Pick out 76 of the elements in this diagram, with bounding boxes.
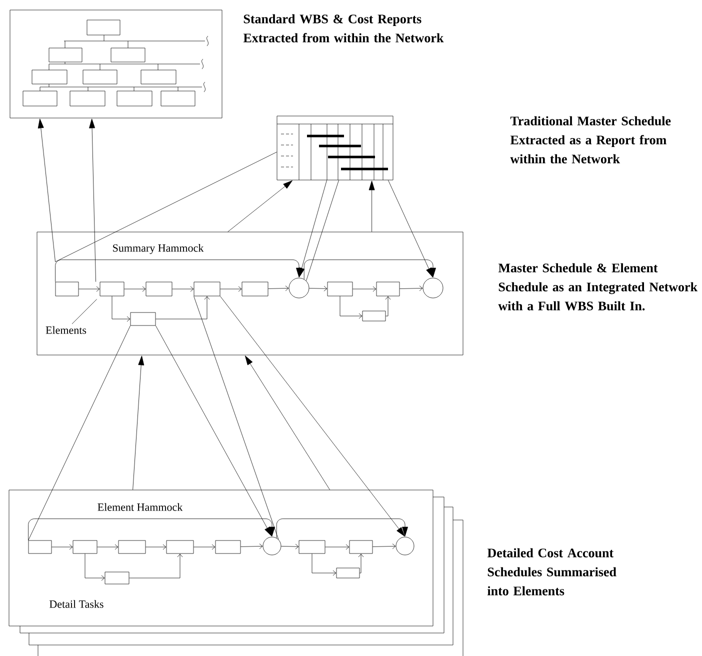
arrow — [220, 296, 405, 536]
arrow — [52, 544, 73, 550]
task-box — [242, 282, 268, 296]
panel-label: Detail Tasks — [50, 600, 104, 608]
milestone-circle — [396, 536, 414, 556]
task-box — [130, 312, 156, 326]
arrow — [268, 286, 289, 291]
task-box — [362, 310, 386, 322]
arrow — [298, 180, 327, 278]
gantt-chart — [276, 116, 394, 180]
hammock-line — [55, 260, 302, 282]
task-box — [349, 540, 373, 554]
arrow — [368, 180, 375, 232]
arrow — [38, 118, 56, 262]
network-panel — [8, 490, 464, 656]
arrow — [132, 356, 144, 490]
task-box — [28, 540, 52, 554]
arrow — [240, 544, 263, 549]
arrow — [220, 286, 242, 292]
arrow — [97, 544, 118, 550]
arrow — [172, 286, 194, 292]
description-text: Master Schedule & Element Schedule as an Integrated Network with a Full WBS Built In. — [498, 263, 698, 310]
arrow — [228, 180, 292, 232]
task-box — [55, 282, 79, 296]
edge-label: Summary Hammock — [111, 243, 205, 255]
panel-label: Elements — [46, 326, 86, 334]
arrow — [156, 326, 272, 536]
task-box — [298, 540, 326, 554]
arrow — [388, 180, 433, 278]
arrow — [325, 544, 350, 550]
arrow — [89, 118, 96, 282]
arrow — [124, 286, 146, 292]
task-box — [104, 572, 130, 584]
task-box — [100, 282, 124, 296]
connector-line — [28, 326, 130, 540]
milestone-circle — [288, 278, 310, 298]
arrow — [358, 554, 364, 574]
description-text: Traditional Master Schedule Extracted as a Report from within the Network — [510, 116, 671, 164]
task-box — [194, 282, 220, 296]
arrow — [400, 286, 423, 291]
arrow — [84, 554, 105, 581]
arrow — [281, 544, 299, 550]
description-text: Standard WBS & Cost Reports Extracted from within the Network — [243, 14, 444, 42]
leader-line — [72, 299, 97, 324]
hammock-line — [28, 518, 275, 540]
edge-label: Element Hammock — [96, 502, 184, 512]
arrow — [112, 296, 130, 322]
hammock-line — [276, 518, 408, 538]
arrow — [340, 296, 362, 319]
arrow — [309, 286, 328, 292]
milestone-circle — [262, 536, 282, 556]
arrow — [129, 554, 183, 578]
task-box — [166, 540, 194, 554]
arrow — [78, 286, 100, 292]
arrow — [385, 296, 391, 316]
connector-line — [306, 180, 339, 281]
arrow — [372, 544, 396, 549]
arrow — [194, 544, 216, 550]
connector-line — [194, 296, 279, 540]
task-box — [327, 282, 353, 296]
task-box — [72, 540, 98, 554]
task-box — [376, 282, 400, 296]
arrow — [352, 286, 376, 292]
arrow — [312, 554, 336, 576]
task-box — [336, 568, 360, 578]
arrow — [146, 544, 166, 550]
hammock-line — [304, 260, 436, 280]
milestone-circle — [422, 278, 444, 298]
wbs-chart — [10, 10, 222, 118]
task-box — [118, 540, 146, 554]
arrow — [244, 356, 330, 490]
connector-line — [55, 152, 277, 262]
description-text: Detailed Cost Account Schedules Summarised into Elements — [487, 548, 616, 596]
arrow — [156, 296, 210, 320]
task-box — [215, 540, 241, 554]
task-box — [146, 282, 172, 296]
